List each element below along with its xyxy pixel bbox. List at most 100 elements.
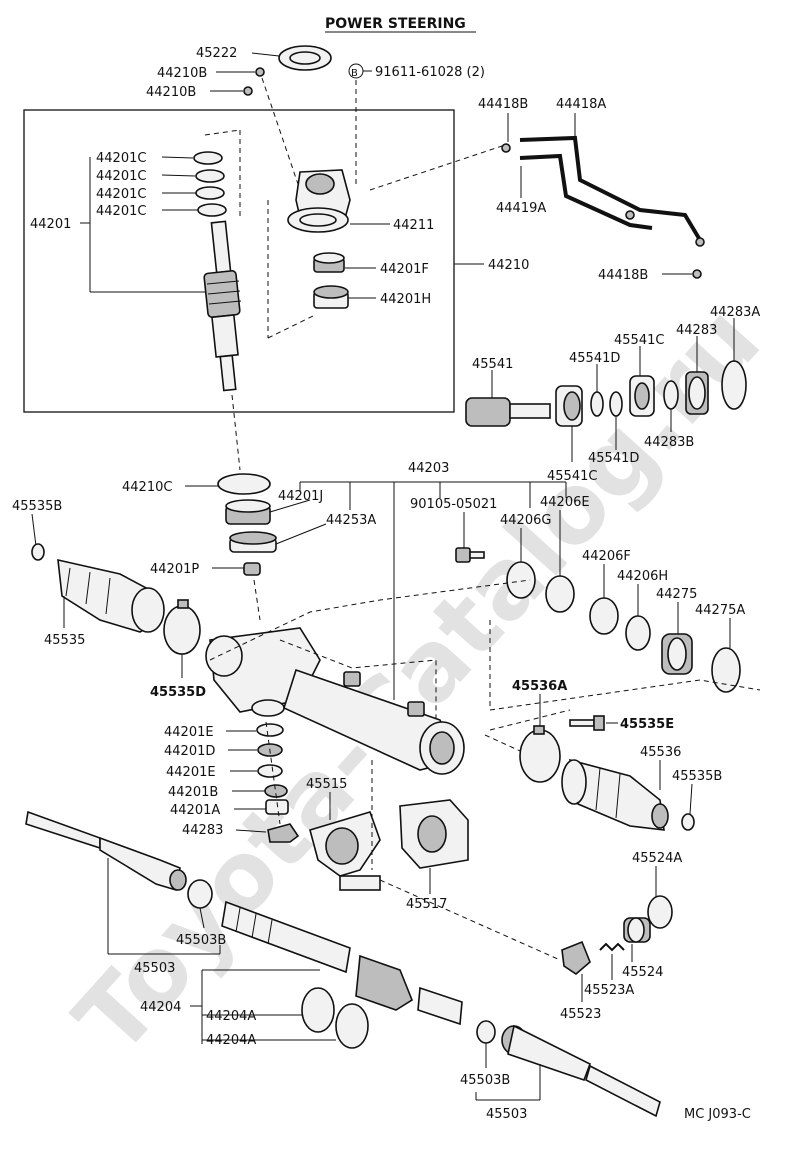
label-45536: 45536 bbox=[640, 745, 681, 760]
label-45535B-1: 45535B bbox=[12, 499, 62, 514]
part-44210-gear-housing[interactable] bbox=[205, 627, 465, 775]
label-44211: 44211 bbox=[393, 218, 434, 233]
part-90105-bolt[interactable] bbox=[455, 547, 485, 563]
label-45503B-1: 45503B bbox=[176, 933, 226, 948]
label-44201C-1: 44201C bbox=[96, 151, 146, 166]
label-44204: 44204 bbox=[140, 1000, 181, 1015]
part-45523-rack-guide[interactable] bbox=[561, 940, 591, 976]
part-45535-boot[interactable] bbox=[57, 558, 165, 633]
label-45535: 45535 bbox=[44, 633, 85, 648]
label-44275: 44275 bbox=[656, 587, 697, 602]
part-45536-boot[interactable] bbox=[561, 758, 669, 831]
label-45541D-2: 45541D bbox=[588, 451, 639, 466]
part-45524-cap[interactable] bbox=[623, 917, 651, 943]
part-45515-bracket[interactable] bbox=[309, 811, 381, 891]
part-45541C-bearing[interactable] bbox=[555, 385, 583, 427]
label-44210: 44210 bbox=[488, 258, 529, 273]
label-44206H: 44206H bbox=[617, 569, 668, 584]
part-44283B-ring[interactable] bbox=[663, 380, 679, 410]
part-45517-grommet[interactable] bbox=[399, 799, 469, 869]
part-45536A-clamp[interactable] bbox=[519, 729, 561, 783]
label-45523A: 45523A bbox=[584, 983, 634, 998]
part-44418B-union-2[interactable] bbox=[692, 269, 702, 279]
label-45541C-1: 45541C bbox=[614, 333, 664, 348]
part-44206E-ring[interactable] bbox=[545, 575, 575, 613]
part-45535B-clip[interactable] bbox=[31, 543, 45, 561]
part-44206G-ring[interactable] bbox=[506, 561, 536, 599]
part-45503B-washer-2[interactable] bbox=[476, 1020, 496, 1044]
part-44204-rack[interactable] bbox=[221, 900, 463, 1026]
label-44201C-2: 44201C bbox=[96, 169, 146, 184]
label-44201: 44201 bbox=[30, 217, 71, 232]
part-44206H-ring[interactable] bbox=[625, 615, 651, 651]
part-44210B-bolt[interactable] bbox=[255, 67, 265, 77]
part-44201P-plug[interactable] bbox=[243, 562, 261, 576]
label-45222: 45222 bbox=[196, 46, 237, 61]
part-45535E-bolt[interactable] bbox=[569, 715, 605, 731]
label-45535D: 45535D bbox=[150, 685, 206, 700]
part-44283-cap[interactable] bbox=[267, 823, 300, 843]
part-44201E-seal[interactable] bbox=[256, 723, 284, 737]
label-45541C-2: 45541C bbox=[547, 469, 597, 484]
label-44201D: 44201D bbox=[164, 744, 215, 759]
label-44283A: 44283A bbox=[710, 305, 760, 320]
part-45541C-bearing-2[interactable] bbox=[629, 375, 655, 417]
part-44275A-snap-ring[interactable] bbox=[711, 647, 741, 693]
label-45523: 45523 bbox=[560, 1007, 601, 1022]
part-45524A-nut[interactable] bbox=[647, 895, 673, 929]
label-44275A: 44275A bbox=[695, 603, 745, 618]
label-44283-2: 44283 bbox=[182, 823, 223, 838]
part-44418B-union[interactable] bbox=[501, 143, 511, 153]
label-45536A: 45536A bbox=[512, 679, 567, 694]
label-44201H: 44201H bbox=[380, 292, 431, 307]
part-45541D-snap-ring[interactable] bbox=[590, 391, 604, 417]
label-44206G: 44206G bbox=[500, 513, 551, 528]
part-45535B-clip-2[interactable] bbox=[681, 813, 695, 831]
part-44275-end-stopper[interactable] bbox=[661, 633, 693, 675]
label-44418A: 44418A bbox=[556, 97, 606, 112]
part-44206F-ring[interactable] bbox=[589, 597, 619, 635]
label-44210B-1: 44210B bbox=[157, 66, 207, 81]
label-44418B-1: 44418B bbox=[478, 97, 528, 112]
label-44206E: 44206E bbox=[540, 495, 590, 510]
part-44204A-ring-2[interactable] bbox=[335, 1003, 369, 1049]
label-44210C: 44210C bbox=[122, 480, 172, 495]
part-45222-dust-seal[interactable] bbox=[278, 45, 332, 71]
part-44201F-bearing[interactable] bbox=[313, 252, 345, 273]
label-44201A: 44201A bbox=[170, 803, 220, 818]
part-45503-tie-rod-right[interactable] bbox=[501, 1024, 661, 1118]
part-44201E-seal-2[interactable] bbox=[257, 764, 283, 778]
group-box-44210 bbox=[23, 109, 455, 413]
part-44201A-bearing[interactable] bbox=[265, 799, 289, 815]
part-44204A-ring[interactable] bbox=[301, 987, 335, 1033]
part-44201-control-valve[interactable] bbox=[203, 220, 242, 392]
part-44211-valve-housing[interactable] bbox=[287, 169, 351, 233]
label-44201C-3: 44201C bbox=[96, 187, 146, 202]
part-45503B-washer[interactable] bbox=[187, 879, 213, 909]
label-45515: 45515 bbox=[306, 777, 347, 792]
part-45541D-snap-ring-2[interactable] bbox=[609, 391, 623, 417]
label-44201J: 44201J bbox=[278, 489, 323, 504]
part-44201H-bearing[interactable] bbox=[313, 285, 349, 309]
label-44418B-2: 44418B bbox=[598, 268, 648, 283]
part-45503-tie-rod-left[interactable] bbox=[25, 810, 187, 892]
label-44210B-2: 44210B bbox=[146, 85, 196, 100]
part-44201C-rings[interactable] bbox=[193, 151, 227, 217]
part-44283-plug[interactable] bbox=[685, 371, 709, 415]
part-45535D-clamp[interactable] bbox=[163, 605, 201, 655]
part-45541-pinion[interactable] bbox=[465, 397, 551, 427]
part-45523A-spring[interactable] bbox=[599, 942, 625, 952]
part-44253A-seal[interactable] bbox=[229, 531, 277, 553]
figure-code: MC J093-C bbox=[684, 1107, 751, 1122]
part-44210B-bolt-2[interactable] bbox=[243, 86, 253, 96]
label-44283-1: 44283 bbox=[676, 323, 717, 338]
label-45535E: 45535E bbox=[620, 717, 674, 732]
part-44201J-bearing[interactable] bbox=[225, 499, 271, 525]
part-44283A-lock-nut[interactable] bbox=[721, 360, 747, 410]
label-90105: 90105-05021 bbox=[410, 497, 497, 512]
label-44201E: 44201E bbox=[164, 725, 214, 740]
part-44418A-pressure-tubes[interactable] bbox=[519, 135, 705, 247]
part-44210C-o-ring[interactable] bbox=[217, 473, 271, 495]
label-44203: 44203 bbox=[408, 461, 449, 476]
